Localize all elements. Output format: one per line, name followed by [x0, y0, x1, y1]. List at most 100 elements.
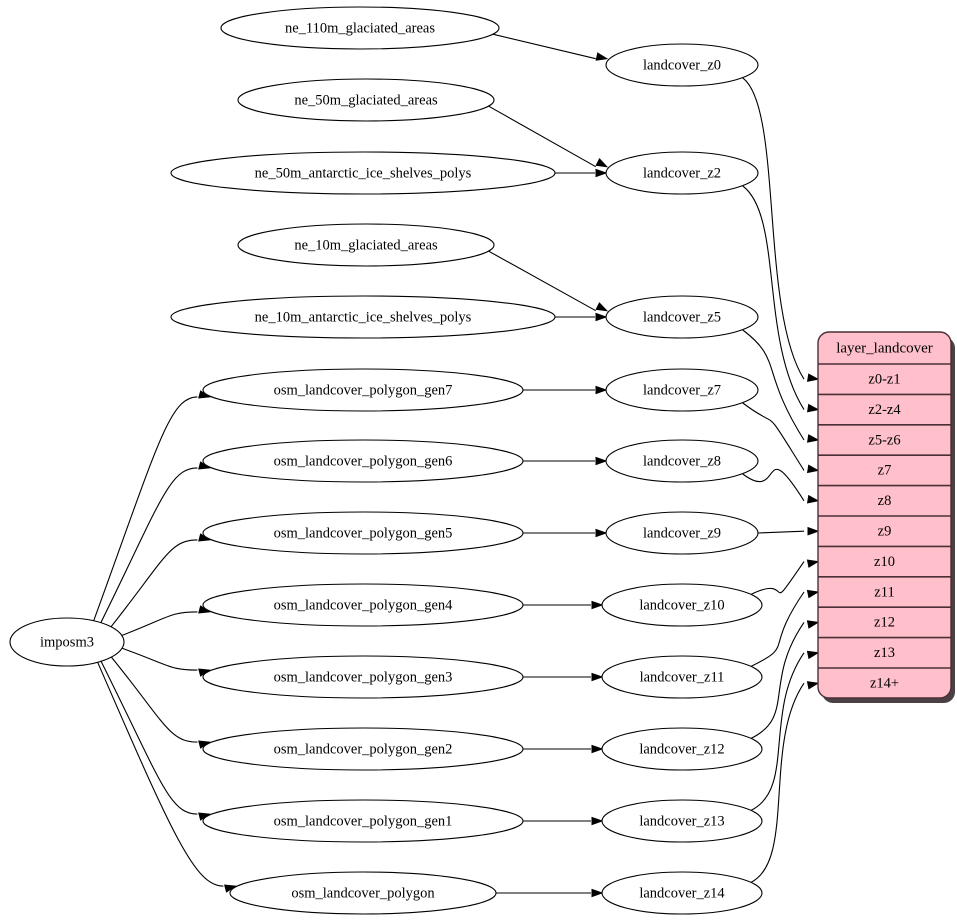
node-osm_landcover_polygon-label: osm_landcover_polygon	[291, 885, 435, 901]
node-osm_landcover_polygon_gen6[interactable]: osm_landcover_polygon_gen6	[202, 439, 524, 483]
node-landcover_z13-label: landcover_z13	[639, 813, 724, 829]
node-osm_landcover_polygon_gen1-label: osm_landcover_polygon_gen1	[274, 813, 453, 829]
node-landcover_z0-shape	[605, 43, 759, 87]
node-landcover_z11-shape	[601, 655, 763, 699]
node-ne_10m_antarctic_ice_shelves_polys[interactable]: ne_10m_antarctic_ice_shelves_polys	[170, 295, 556, 339]
table-cell-label: z9	[878, 524, 892, 540]
node-landcover_z5-shape	[605, 295, 759, 339]
node-ne_50m_antarctic_ice_shelves_polys-shape	[170, 151, 556, 195]
table-row-z8[interactable]: z8	[878, 493, 892, 509]
node-osm_landcover_polygon_gen1-shape	[202, 799, 524, 843]
node-ne_10m_glaciated_areas[interactable]: ne_10m_glaciated_areas	[237, 223, 495, 267]
node-landcover_z2-shape	[605, 151, 759, 195]
node-ne_10m_glaciated_areas-shape	[237, 223, 495, 267]
node-landcover_z9-shape	[605, 511, 759, 555]
node-landcover_z5[interactable]: landcover_z5	[605, 295, 759, 339]
table-row-z7[interactable]: z7	[878, 463, 892, 479]
node-osm_landcover_polygon_gen6-shape	[202, 439, 524, 483]
node-ne_50m_glaciated_areas[interactable]: ne_50m_glaciated_areas	[237, 78, 495, 122]
node-ne_110m_glaciated_areas-shape	[220, 6, 500, 50]
node-osm_landcover_polygon_gen2-label: osm_landcover_polygon_gen2	[274, 741, 453, 757]
table-row-z0-z1[interactable]: z0-z1	[868, 372, 900, 388]
table-cell-label: z7	[878, 463, 892, 479]
table-row-z13[interactable]: z13	[874, 645, 895, 661]
edges-layer	[92, 33, 820, 898]
node-landcover_z10[interactable]: landcover_z10	[601, 583, 763, 627]
node-osm_landcover_polygon_gen4-label: osm_landcover_polygon_gen4	[274, 597, 454, 613]
node-landcover_z13-shape	[601, 799, 763, 843]
node-landcover_z14[interactable]: landcover_z14	[601, 871, 763, 915]
table-cell-label: z5-z6	[868, 432, 900, 448]
node-landcover_z0[interactable]: landcover_z0	[605, 43, 759, 87]
node-ne_110m_glaciated_areas-label: ne_110m_glaciated_areas	[285, 20, 435, 36]
node-osm_landcover_polygon_gen7[interactable]: osm_landcover_polygon_gen7	[202, 368, 524, 412]
node-landcover_z11-label: landcover_z11	[640, 669, 725, 685]
node-ne_50m_antarctic_ice_shelves_polys[interactable]: ne_50m_antarctic_ice_shelves_polys	[170, 151, 556, 195]
node-landcover_z9[interactable]: landcover_z9	[605, 511, 759, 555]
node-landcover_z8-label: landcover_z8	[643, 453, 721, 469]
node-ne_50m_glaciated_areas-shape	[237, 78, 495, 122]
table-row-z5-z6[interactable]: z5-z6	[868, 432, 900, 448]
node-landcover_z0-label: landcover_z0	[643, 57, 721, 73]
node-landcover_z7[interactable]: landcover_z7	[605, 368, 759, 412]
table-cell-label: z2-z4	[868, 402, 901, 418]
table-cell-label: z10	[874, 554, 895, 570]
node-ne_50m_glaciated_areas-label: ne_50m_glaciated_areas	[294, 92, 438, 108]
node-osm_landcover_polygon_gen7-label: osm_landcover_polygon_gen7	[274, 382, 453, 398]
table-title: layer_landcover	[836, 340, 933, 356]
node-osm_landcover_polygon[interactable]: osm_landcover_polygon	[229, 871, 497, 915]
table-cell-label: z14+	[870, 676, 899, 692]
node-landcover_z10-label: landcover_z10	[639, 597, 724, 613]
node-landcover_z9-label: landcover_z9	[643, 525, 721, 541]
node-ne_50m_antarctic_ice_shelves_polys-label: ne_50m_antarctic_ice_shelves_polys	[255, 165, 472, 181]
node-landcover_z12[interactable]: landcover_z12	[601, 727, 763, 771]
node-landcover_z2-label: landcover_z2	[643, 165, 721, 181]
table-row-z2-z4[interactable]: z2-z4	[868, 402, 901, 418]
table-row-z12[interactable]: z12	[874, 615, 895, 631]
table-cell-label: z8	[878, 493, 892, 509]
node-landcover_z13[interactable]: landcover_z13	[601, 799, 763, 843]
table-row-z14+[interactable]: z14+	[870, 676, 899, 692]
table-row-z10[interactable]: z10	[874, 554, 895, 570]
node-osm_landcover_polygon_gen5-label: osm_landcover_polygon_gen5	[274, 525, 453, 541]
node-osm_landcover_polygon_gen3[interactable]: osm_landcover_polygon_gen3	[202, 655, 524, 699]
node-landcover_z11[interactable]: landcover_z11	[601, 655, 763, 699]
node-osm_landcover_polygon_gen2[interactable]: osm_landcover_polygon_gen2	[202, 727, 524, 771]
node-landcover_z14-label: landcover_z14	[639, 885, 725, 901]
node-ne_10m_antarctic_ice_shelves_polys-shape	[170, 295, 556, 339]
node-osm_landcover_polygon_gen4[interactable]: osm_landcover_polygon_gen4	[202, 583, 524, 627]
node-osm_landcover_polygon-shape	[229, 871, 497, 915]
node-landcover_z14-shape	[601, 871, 763, 915]
node-landcover_z2[interactable]: landcover_z2	[605, 151, 759, 195]
node-landcover_z5-label: landcover_z5	[643, 309, 721, 325]
table-row-z11[interactable]: z11	[874, 584, 894, 600]
node-osm_landcover_polygon_gen5[interactable]: osm_landcover_polygon_gen5	[202, 511, 524, 555]
node-landcover_z8-shape	[605, 439, 759, 483]
table-cell-label: z12	[874, 615, 895, 631]
node-osm_landcover_polygon_gen3-label: osm_landcover_polygon_gen3	[274, 669, 453, 685]
node-landcover_z7-label: landcover_z7	[643, 382, 721, 398]
node-imposm3-label: imposm3	[40, 634, 94, 650]
table-cell-label: z11	[874, 584, 894, 600]
node-landcover_z12-shape	[601, 727, 763, 771]
node-imposm3-shape	[9, 617, 125, 667]
node-osm_landcover_polygon_gen1[interactable]: osm_landcover_polygon_gen1	[202, 799, 524, 843]
node-osm_landcover_polygon_gen4-shape	[202, 583, 524, 627]
node-osm_landcover_polygon_gen3-shape	[202, 655, 524, 699]
table-row-z9[interactable]: z9	[878, 524, 892, 540]
node-osm_landcover_polygon_gen7-shape	[202, 368, 524, 412]
node-imposm3[interactable]: imposm3	[9, 617, 125, 667]
node-landcover_z8[interactable]: landcover_z8	[605, 439, 759, 483]
table-cell-label: z0-z1	[868, 372, 900, 388]
node-landcover_z10-shape	[601, 583, 763, 627]
node-ne_10m_antarctic_ice_shelves_polys-label: ne_10m_antarctic_ice_shelves_polys	[255, 309, 472, 325]
node-osm_landcover_polygon_gen5-shape	[202, 511, 524, 555]
table-cell-label: z13	[874, 645, 895, 661]
node-ne_110m_glaciated_areas[interactable]: ne_110m_glaciated_areas	[220, 6, 500, 50]
node-landcover_z7-shape	[605, 368, 759, 412]
node-osm_landcover_polygon_gen6-label: osm_landcover_polygon_gen6	[274, 453, 453, 469]
layer-landcover-table[interactable]: layer_landcover z0-z1 z2-z4 z5-z6 z7 z8 z9 z10 z…	[817, 331, 955, 703]
nodes-layer: imposm3 ne_110m_glaciated_areas ne_50m_gla…	[9, 6, 763, 915]
